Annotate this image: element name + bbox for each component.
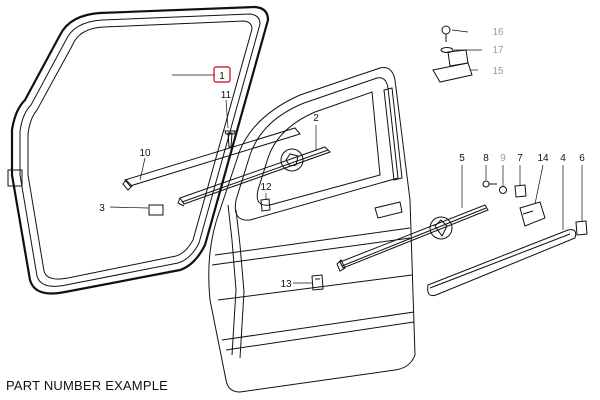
clip-part-7	[514, 184, 527, 198]
callout-2: 2	[313, 113, 319, 124]
callout-3: 3	[99, 203, 105, 214]
bolt-part-8	[482, 180, 497, 188]
callout-7: 7	[517, 153, 523, 164]
callout-1: 1	[219, 71, 225, 82]
bracket-part-15	[432, 49, 473, 83]
callout-16: 16	[492, 27, 504, 38]
screw-part-11	[224, 130, 236, 148]
leader-lines	[109, 29, 583, 284]
callout-17: 17	[492, 45, 504, 56]
callout-12: 12	[260, 182, 272, 193]
callout-4: 4	[560, 153, 566, 164]
clip-part-6	[575, 220, 588, 236]
clip-detail-circle	[280, 148, 304, 172]
callout-13: 13	[280, 279, 292, 290]
weatherstrip-part	[177, 146, 331, 207]
door-panel	[208, 67, 416, 393]
callout-10: 10	[139, 148, 151, 159]
callout-14: 14	[537, 153, 549, 164]
callout-9: 9	[500, 153, 506, 164]
screw-part-16	[441, 25, 451, 42]
window-strip-part	[122, 127, 301, 191]
bracket-part-14	[519, 201, 546, 227]
highlight-box-1	[213, 66, 231, 83]
callout-5: 5	[459, 153, 465, 164]
side-moulding-part	[427, 229, 577, 296]
washer-part-9	[499, 186, 507, 194]
clip-detail-circle-2	[429, 216, 453, 240]
clip-part-13	[311, 274, 324, 291]
part-number-caption: PART NUMBER EXAMPLE	[6, 378, 169, 393]
callout-6: 6	[579, 153, 585, 164]
belt-strip-part	[336, 204, 489, 272]
callout-11: 11	[221, 90, 232, 101]
door-seal-part	[7, 5, 270, 295]
callout-15: 15	[492, 66, 504, 77]
washer-part-17	[440, 47, 454, 53]
clip-part-3	[148, 204, 164, 216]
callout-8: 8	[483, 153, 489, 164]
